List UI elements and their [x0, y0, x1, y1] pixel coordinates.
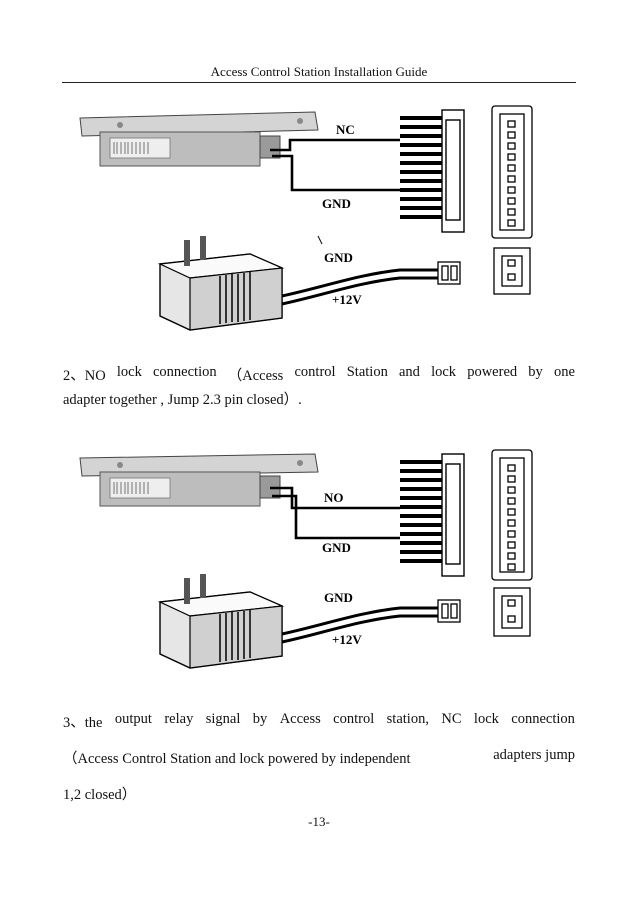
header-rule: [62, 82, 576, 83]
wire-label-nc: NC: [336, 122, 355, 137]
page-number: -13-: [308, 814, 330, 829]
word: NC: [441, 711, 462, 727]
word: station,: [386, 711, 429, 727]
power-socket: [493, 587, 531, 637]
line-2-left: （Access Control Station and lock powered…: [63, 751, 411, 767]
word: relay: [164, 711, 194, 727]
connector-pins: [400, 460, 442, 563]
electric-lock-illustration: [79, 453, 319, 507]
power-label-12v: +12V: [332, 632, 362, 647]
word: connection: [152, 364, 217, 380]
power-label-gnd: GND: [324, 250, 353, 265]
word: lock: [116, 364, 142, 380]
line-2-right: adapters jump: [493, 747, 575, 763]
power-adapter-illustration: [157, 574, 285, 669]
power-label-gnd: GND: [324, 590, 353, 605]
wiring-diagram-nc: NC GND GND +12V: [79, 105, 533, 331]
word: control: [294, 364, 336, 380]
section-3-line-3: 1,2 closed）: [63, 787, 137, 803]
lock-wires: [270, 138, 400, 192]
word: 3、the: [63, 715, 103, 731]
word: 2、NO: [63, 368, 106, 384]
word: Access: [279, 711, 321, 727]
power-adapter-illustration: [157, 235, 323, 331]
section-3-line-1: 3、the output relay signal by Access cont…: [63, 711, 575, 732]
wiring-diagram-no: NO GND GND +12V: [79, 449, 533, 669]
word: Station: [346, 364, 388, 380]
terminal-block: [441, 453, 465, 577]
power-wires: [281, 268, 438, 306]
page-header: Access Control Station Installation Guid…: [210, 64, 428, 79]
electric-lock-illustration: [79, 111, 319, 167]
power-wires: [281, 606, 438, 644]
lock-wires: [270, 486, 400, 540]
word: connection: [511, 711, 575, 727]
word: control: [333, 711, 375, 727]
power-socket: [493, 247, 531, 295]
power-plug-connector: [437, 599, 461, 623]
word: lock: [431, 364, 457, 380]
power-label-12v: +12V: [332, 292, 362, 307]
word: and: [398, 364, 420, 380]
section-3-line-2: （Access Control Station and lock powered…: [63, 747, 575, 768]
pin-header-socket: [491, 105, 533, 239]
wire-label-gnd: GND: [322, 540, 351, 555]
wire-label-no: NO: [324, 490, 344, 505]
section-2-line-1: 2、NO lock connection （Access control Sta…: [63, 364, 575, 385]
word: powered: [467, 364, 518, 380]
power-plug-connector: [437, 261, 461, 285]
connector-pins: [400, 116, 442, 219]
word: output: [114, 711, 152, 727]
word: one: [553, 364, 575, 380]
word: by: [528, 364, 543, 380]
wire-label-gnd: GND: [322, 196, 351, 211]
word: （Access: [227, 368, 284, 384]
word: lock: [473, 711, 499, 727]
terminal-block: [441, 109, 465, 233]
section-2-line-2: adapter together , Jump 2.3 pin closed）.: [63, 392, 302, 408]
word: by: [252, 711, 268, 727]
word: signal: [205, 711, 241, 727]
pin-header-socket: [491, 449, 533, 581]
